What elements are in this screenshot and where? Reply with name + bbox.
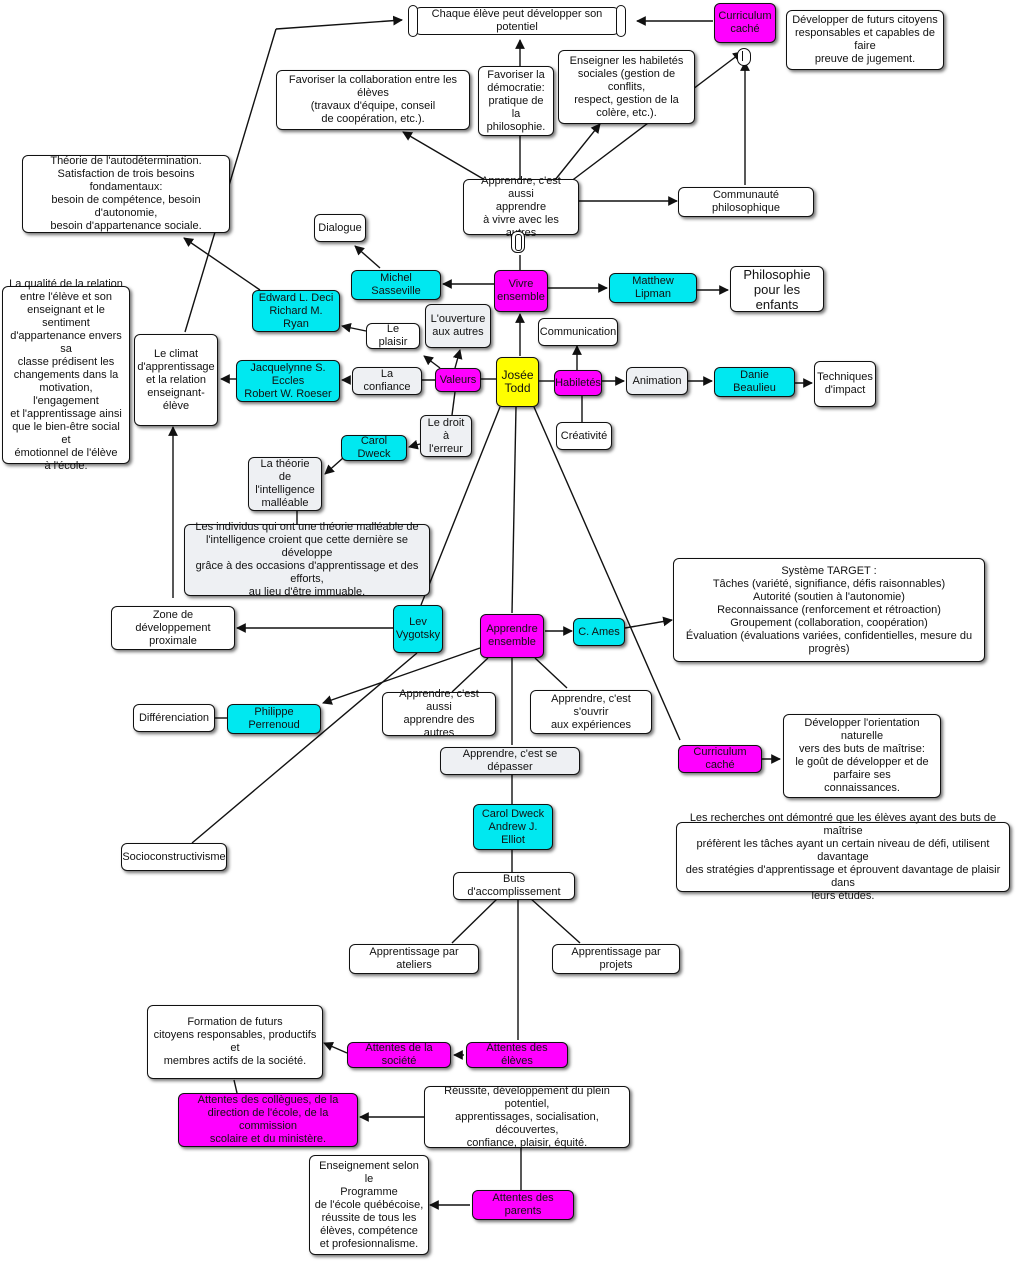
node-dialogue[interactable]: Dialogue <box>314 214 366 242</box>
node-socioconstructivisme[interactable]: Socioconstructivisme <box>121 843 227 871</box>
node-recherches[interactable]: Les recherches ont démontré que les élèv… <box>676 812 1010 902</box>
node-dweck[interactable]: Carol Dweck <box>341 435 407 461</box>
node-ateliers[interactable]: Apprentissage par ateliers <box>349 944 479 974</box>
node-deci-ryan[interactable]: Edward L. Deci Richard M. Ryan <box>252 290 340 332</box>
node-ouverture[interactable]: L'ouverture aux autres <box>425 304 491 348</box>
edge <box>275 15 403 30</box>
node-vivre-ensemble[interactable]: Vivre ensemble <box>494 270 548 312</box>
node-curriculum-cache-top[interactable]: Curriculum caché <box>714 3 776 43</box>
edge <box>324 457 344 475</box>
node-reussite[interactable]: Réussite, développement du plein potenti… <box>424 1085 630 1149</box>
edge <box>452 349 463 369</box>
node-apprendre-ensemble[interactable]: Apprendre ensemble <box>480 614 544 658</box>
node-sasseville[interactable]: Michel Sasseville <box>351 270 441 300</box>
edge <box>451 391 456 416</box>
node-democratie[interactable]: Favoriser la démocratie: pratique de la … <box>478 66 554 136</box>
node-climat[interactable]: Le climat d'apprentissage et la relation… <box>134 334 218 426</box>
edge <box>423 355 441 369</box>
node-programme[interactable]: Enseignement selon le Programme de l'éco… <box>309 1155 429 1255</box>
node-qualite-relation[interactable]: La qualité de la relation entre l'élève … <box>2 278 130 472</box>
node-perrenoud[interactable]: Philippe Perrenoud <box>227 704 321 734</box>
edge <box>408 439 421 450</box>
node-apprendre-ouvrir[interactable]: Apprendre, c'est s'ouvrir aux expérience… <box>530 690 652 734</box>
node-attentes-societe[interactable]: Attentes de la société <box>347 1042 451 1068</box>
edge <box>184 28 277 333</box>
node-confiance[interactable]: La confiance <box>352 367 422 395</box>
node-attentes-parents[interactable]: Attentes des parents <box>472 1190 574 1220</box>
node-systeme-target[interactable]: Système TARGET : Tâches (variété, signif… <box>673 558 985 662</box>
edge <box>341 323 367 333</box>
node-individus[interactable]: Les individus qui ont une théorie malléa… <box>184 521 430 598</box>
edge <box>529 897 581 944</box>
node-projets[interactable]: Apprentissage par projets <box>552 944 680 974</box>
node-plaisir[interactable]: Le plaisir <box>366 323 420 349</box>
node-potentiel[interactable]: Chaque élève peut développer son potenti… <box>408 5 626 37</box>
node-zone[interactable]: Zone de développement proximale <box>111 606 235 650</box>
node-communaute[interactable]: Communauté philosophique <box>678 187 814 217</box>
node-depasser[interactable]: Apprendre, c'est se dépasser <box>440 747 580 775</box>
edge <box>511 406 517 614</box>
node-buts[interactable]: Buts d'accomplissement <box>453 872 575 900</box>
node-futurs-citoyens[interactable]: Développer de futurs citoyens responsabl… <box>786 10 944 70</box>
node-collaboration[interactable]: Favoriser la collaboration entre les élè… <box>276 70 470 130</box>
edge <box>322 647 481 705</box>
edge <box>624 616 673 629</box>
node-communication[interactable]: Communication <box>538 318 618 346</box>
edge <box>183 237 261 291</box>
node-creativite[interactable]: Créativité <box>556 422 612 450</box>
caption-icon <box>511 231 525 253</box>
node-curriculum-cache-mid[interactable]: Curriculum caché <box>678 745 762 773</box>
node-autodetermination[interactable]: Théorie de l'autodétermination. Satisfac… <box>22 155 230 233</box>
node-orientation[interactable]: Développer l'orientation naturelle vers … <box>783 714 941 798</box>
node-habiletes-sociales[interactable]: Enseigner les habiletés sociales (gestio… <box>558 50 695 124</box>
edge <box>233 1079 238 1094</box>
node-theorie-malleable[interactable]: La théorie de l'intelligence malléable <box>248 457 322 511</box>
node-ames[interactable]: C. Ames <box>573 618 625 646</box>
node-habiletes[interactable]: Habiletés <box>554 370 602 396</box>
node-dweck-elliot[interactable]: Carol Dweck Andrew J. Elliot <box>473 804 553 850</box>
edge <box>191 652 418 844</box>
node-josee-todd[interactable]: Josée Todd <box>496 357 539 407</box>
edge <box>451 897 499 944</box>
edge <box>554 123 601 181</box>
node-philosophie-enfants[interactable]: Philosophie pour les enfants <box>730 266 824 312</box>
edge <box>451 657 489 693</box>
node-valeurs[interactable]: Valeurs <box>435 368 481 392</box>
node-beaulieu[interactable]: Danie Beaulieu <box>714 367 795 397</box>
edge <box>534 657 568 689</box>
node-vygotsky[interactable]: Lev Vygotsky <box>393 605 443 653</box>
node-attentes-eleves[interactable]: Attentes des élèves <box>466 1042 568 1068</box>
node-apprendre-autres[interactable]: Apprendre, c'est aussi apprendre des aut… <box>382 688 496 739</box>
node-apprendre-vivre[interactable]: Apprendre, c'est aussi apprendre à vivre… <box>463 175 579 239</box>
caption-icon <box>737 48 751 66</box>
node-formation[interactable]: Formation de futurs citoyens responsable… <box>147 1005 323 1079</box>
edge <box>402 131 486 181</box>
edge <box>323 1042 348 1054</box>
node-animation[interactable]: Animation <box>626 367 688 395</box>
node-lipman[interactable]: Matthew Lipman <box>609 273 697 303</box>
edge <box>354 245 381 269</box>
node-eccles[interactable]: Jacquelynne S. Eccles Robert W. Roeser <box>236 360 340 402</box>
edge <box>533 406 681 741</box>
node-attentes-collegues[interactable]: Attentes des collègues, de la direction … <box>178 1093 358 1147</box>
node-droit-erreur[interactable]: Le droit à l'erreur <box>420 415 472 457</box>
edge <box>420 406 501 606</box>
node-differenciation[interactable]: Différenciation <box>133 704 215 732</box>
node-techniques[interactable]: Techniques d'impact <box>814 361 876 407</box>
